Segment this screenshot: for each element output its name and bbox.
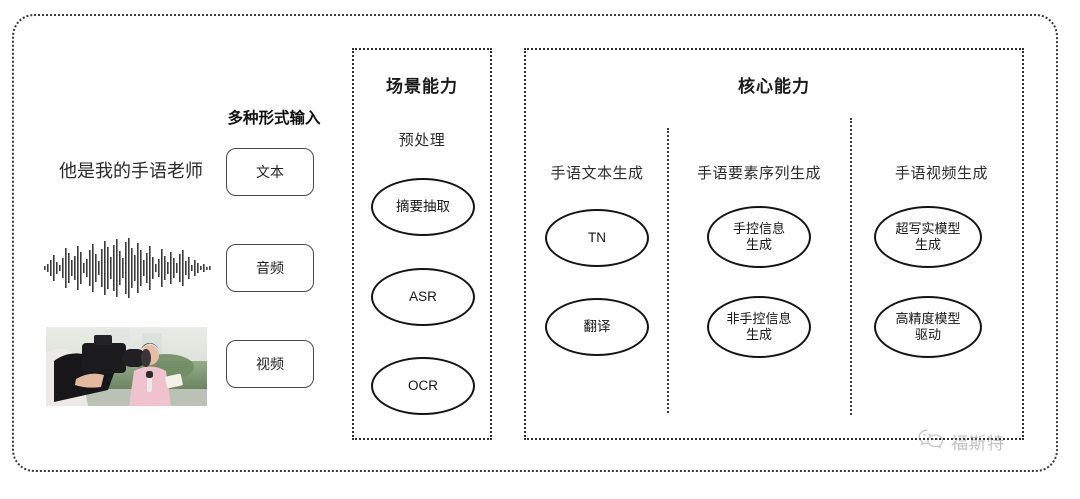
core-node-highprecision-model-driving-line1: 高精度模型 — [895, 311, 961, 327]
core-capability-title: 核心能力 — [738, 77, 810, 96]
scene-node-summary-extraction[interactable]: 摘要抽取 — [371, 178, 475, 236]
scene-node-asr-label: ASR — [409, 288, 437, 304]
input-chip-audio[interactable]: 音频 — [226, 244, 314, 292]
core-node-photoreal-model-generation-line2: 生成 — [914, 237, 941, 252]
sample-text: 他是我的手语老师 — [59, 161, 203, 181]
core-capability-panel: 核心能力 手语文本生成 TN 翻译 手语要素序列生成 手控信息 生成 非手控信息… — [524, 48, 1024, 440]
input-chip-text[interactable]: 文本 — [226, 148, 314, 196]
core-column-1-title: 手语文本生成 — [550, 165, 644, 182]
core-node-nonmanual-info-generation-label: 非手控信息 生成 — [726, 311, 791, 343]
core-node-nonmanual-info-generation[interactable]: 非手控信息 生成 — [707, 296, 811, 358]
core-node-manual-info-generation-label: 手控信息 生成 — [733, 221, 785, 253]
core-node-nonmanual-info-generation-line2: 生成 — [745, 327, 772, 342]
core-node-photoreal-model-generation-label: 超写实模型 生成 — [895, 221, 960, 253]
core-node-manual-info-generation-line2: 生成 — [745, 237, 772, 252]
core-node-tn[interactable]: TN — [545, 209, 649, 267]
scene-node-asr[interactable]: ASR — [371, 268, 475, 326]
scene-capability-title: 场景能力 — [386, 77, 458, 96]
scene-column-title: 预处理 — [398, 132, 446, 149]
scene-node-ocr[interactable]: OCR — [371, 357, 475, 415]
input-chip-text-label: 文本 — [256, 164, 284, 180]
input-chip-video[interactable]: 视频 — [226, 340, 314, 388]
core-divider-1 — [667, 128, 669, 413]
core-node-photoreal-model-generation[interactable]: 超写实模型 生成 — [874, 206, 982, 268]
audio-waveform-icon — [42, 236, 214, 300]
core-node-photoreal-model-generation-line1: 超写实模型 — [895, 221, 961, 237]
watermark-text: 福斯特 — [951, 434, 1005, 453]
core-column-2-title: 手语要素序列生成 — [696, 165, 821, 182]
core-node-manual-info-generation-line1: 手控信息 — [732, 221, 785, 237]
core-node-tn-label: TN — [588, 229, 606, 245]
core-node-translation[interactable]: 翻译 — [545, 298, 649, 356]
input-chip-video-label: 视频 — [256, 356, 284, 372]
core-node-nonmanual-info-generation-line1: 非手控信息 — [726, 311, 792, 327]
watermark: 福斯特 — [918, 428, 1005, 455]
core-node-manual-info-generation[interactable]: 手控信息 生成 — [707, 206, 811, 268]
core-divider-2 — [850, 118, 852, 415]
core-column-3-title: 手语视频生成 — [894, 165, 988, 182]
input-section-heading: 多种形式输入 — [227, 110, 321, 127]
camera-operator-photo-icon — [46, 327, 207, 406]
input-chip-audio-label: 音频 — [256, 260, 284, 276]
outer-dotted-frame — [12, 14, 1058, 472]
core-node-highprecision-model-driving-line2: 驱动 — [914, 327, 941, 342]
wechat-icon — [918, 428, 944, 455]
scene-node-ocr-label: OCR — [408, 377, 438, 393]
core-node-highprecision-model-driving-label: 高精度模型 驱动 — [895, 311, 960, 343]
scene-node-summary-extraction-label: 摘要抽取 — [396, 198, 450, 214]
scene-capability-panel: 场景能力 预处理 摘要抽取 ASR OCR — [352, 48, 492, 440]
core-node-highprecision-model-driving[interactable]: 高精度模型 驱动 — [874, 296, 982, 358]
core-node-translation-label: 翻译 — [583, 318, 611, 334]
